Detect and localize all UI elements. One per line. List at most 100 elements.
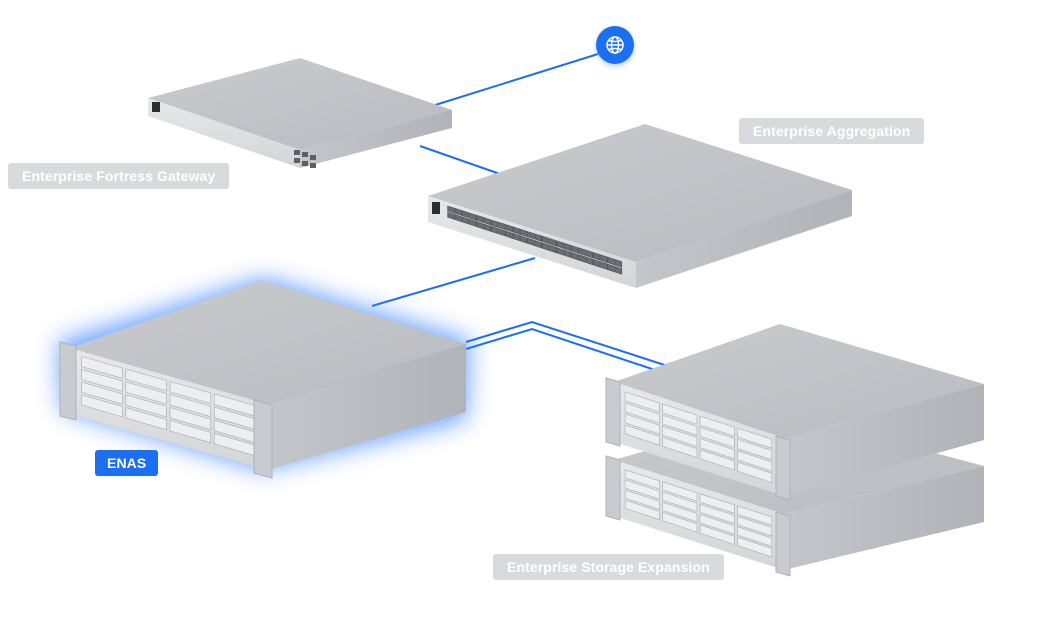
drive-bay xyxy=(699,503,735,525)
drive-bay xyxy=(624,413,660,435)
drive-bay xyxy=(81,381,123,405)
link-enas-expansion-b xyxy=(465,327,677,378)
drive-bay xyxy=(624,489,660,510)
sfp-port xyxy=(585,256,594,266)
sfp-port xyxy=(563,242,572,252)
drive-bay xyxy=(125,394,167,418)
drive-bay xyxy=(699,493,735,514)
drive-bay xyxy=(699,415,735,437)
internet-node[interactable] xyxy=(596,26,634,64)
drive-bay xyxy=(624,391,660,413)
enas-right-handle xyxy=(253,399,273,479)
drive-bay xyxy=(81,368,123,392)
drive-bay xyxy=(624,424,660,446)
link-enas-expansion-a xyxy=(465,320,681,371)
gateway-device[interactable] xyxy=(148,58,452,168)
sfp-port xyxy=(461,210,470,219)
sfp-port xyxy=(527,231,535,240)
drive-bay xyxy=(662,436,698,459)
aggregation-device[interactable] xyxy=(428,124,852,288)
drive-bay xyxy=(699,524,735,545)
sfp-port xyxy=(483,223,492,232)
expansion-upper-top xyxy=(614,324,984,438)
enas-top xyxy=(70,280,466,404)
expansion-lower-drive-bays xyxy=(624,469,773,558)
drive-bay xyxy=(699,514,735,535)
link-aggregation-enas xyxy=(371,257,536,307)
sfp-port xyxy=(541,235,550,245)
sfp-port xyxy=(614,259,623,268)
drive-bay xyxy=(662,403,698,425)
gateway-power-port xyxy=(152,102,160,112)
enas-label[interactable]: ENAS xyxy=(95,450,159,476)
aggregation-side xyxy=(636,190,852,288)
drive-bay xyxy=(169,381,211,404)
drive-bay xyxy=(169,394,211,417)
drive-bay xyxy=(662,414,698,436)
sfp-port xyxy=(607,256,615,266)
sfp-port xyxy=(454,214,462,223)
expansion-upper-right-handle xyxy=(775,435,791,501)
drive-bay xyxy=(737,450,773,472)
sfp-port xyxy=(483,217,492,226)
expansion-upper-drive-bays xyxy=(624,391,773,484)
drive-bay xyxy=(81,356,123,379)
sfp-port xyxy=(461,216,470,225)
sfp-port xyxy=(607,263,615,273)
drive-bay xyxy=(169,407,211,431)
enas-device[interactable] xyxy=(59,280,466,479)
sfp-port xyxy=(534,240,543,249)
sfp-port xyxy=(447,211,455,220)
sfp-port xyxy=(563,249,572,258)
sfp-port xyxy=(571,245,579,254)
gateway-side xyxy=(300,110,452,168)
drive-bay xyxy=(81,394,123,418)
sfp-port xyxy=(549,238,557,247)
expansion-upper-side xyxy=(784,384,984,496)
gateway-ports xyxy=(294,150,316,168)
drive-bay xyxy=(169,420,211,444)
drive-bay xyxy=(737,438,773,461)
drive-bay xyxy=(624,479,660,500)
sfp-port xyxy=(490,219,499,228)
drive-bay xyxy=(737,505,773,526)
drive-bay xyxy=(662,491,698,512)
expansion-lower-side xyxy=(784,466,984,570)
sfp-port xyxy=(505,230,513,239)
sfp-port xyxy=(469,212,477,221)
drive-bay xyxy=(662,425,698,447)
aggregation-label[interactable]: Enterprise Aggregation xyxy=(739,118,925,144)
sfp-port xyxy=(600,254,608,263)
enas-side xyxy=(268,344,466,470)
sfp-port xyxy=(520,235,528,244)
drive-bay xyxy=(125,368,167,392)
sfp-port xyxy=(512,226,521,235)
gateway-top xyxy=(148,58,452,150)
drive-bay xyxy=(737,515,773,537)
drive-bay xyxy=(737,427,773,449)
sfp-port xyxy=(541,242,550,251)
sfp-port xyxy=(505,224,513,233)
sfp-port xyxy=(490,225,499,235)
sfp-port xyxy=(614,266,623,275)
drive-bay xyxy=(737,536,773,558)
expansion-device-upper[interactable] xyxy=(605,324,984,501)
drive-bay xyxy=(737,526,773,547)
drive-bay xyxy=(125,407,167,431)
aggregation-sfp-ports xyxy=(447,205,623,275)
link-gateway-internet xyxy=(431,53,599,107)
sfp-port xyxy=(527,237,535,247)
sfp-port xyxy=(556,240,564,249)
sfp-port xyxy=(476,221,484,230)
drive-bay xyxy=(624,499,660,521)
drive-bay xyxy=(624,402,660,424)
sfp-port xyxy=(592,258,601,268)
globe-icon xyxy=(606,36,624,54)
drive-bay xyxy=(125,381,167,405)
expansion-label[interactable]: Enterprise Storage Expansion xyxy=(493,554,724,580)
aggregation-console-port xyxy=(432,202,440,214)
gateway-label[interactable]: Enterprise Fortress Gateway xyxy=(8,163,230,189)
sfp-port xyxy=(600,261,608,270)
sfp-port xyxy=(512,232,521,242)
